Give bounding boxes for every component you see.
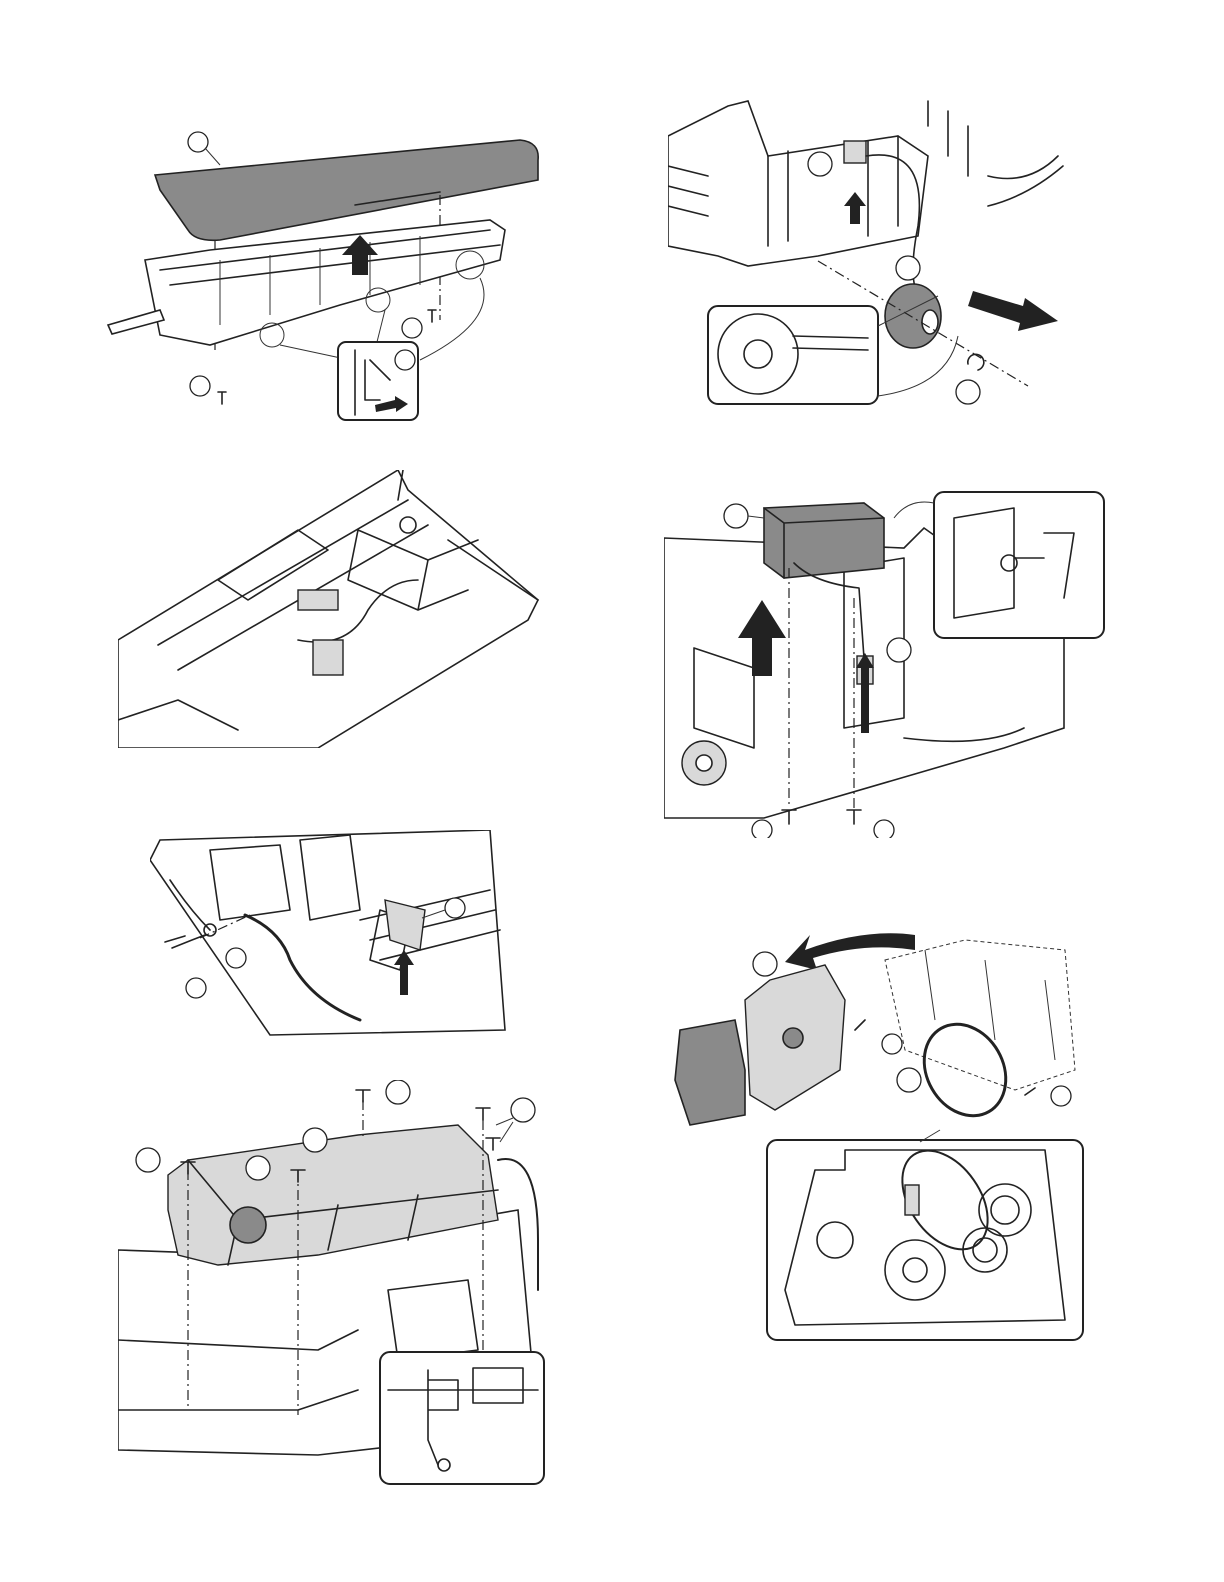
callout-3 (186, 978, 206, 998)
diagram-motor-unit-removal (668, 96, 1088, 408)
diagram-drive-plate-belt (665, 920, 1085, 1345)
paper-feed-svg (118, 1080, 550, 1488)
drive-gear (230, 1207, 266, 1243)
e-ring (968, 354, 984, 370)
solenoid (764, 503, 884, 578)
callout-1 (136, 1148, 160, 1172)
callout-1 (724, 504, 748, 528)
callout-2 (246, 1156, 270, 1180)
callout-4 (1051, 1086, 1071, 1106)
solenoid-detail-inset (934, 492, 1104, 638)
callout-2 (402, 318, 422, 338)
connector (844, 141, 866, 163)
diagram-unit-interior (118, 470, 548, 748)
solenoid-svg (664, 488, 1109, 838)
diagram-paper-feed-unit (118, 1080, 550, 1488)
callout-3 (395, 350, 415, 370)
callout-2 (226, 948, 246, 968)
screw-5 (486, 1138, 500, 1150)
stepper-motor (675, 1020, 745, 1125)
motor-detail-inset (708, 306, 878, 404)
callout-4 (874, 820, 894, 838)
top-cover-svg (100, 120, 560, 430)
drive-plate-svg (665, 920, 1085, 1345)
pull-arrow (968, 291, 1058, 331)
cable-screw-svg (150, 830, 510, 1040)
motor-unit-svg (668, 96, 1088, 408)
callout-1 (808, 152, 832, 176)
callout-3 (956, 380, 980, 404)
callout-3 (752, 820, 772, 838)
callout-5 (511, 1098, 535, 1122)
screw-3 (356, 1090, 370, 1102)
callout-1 (188, 132, 208, 152)
callout-1 (445, 898, 465, 918)
screw-left (218, 392, 226, 404)
spring-detail-inset (380, 1352, 544, 1484)
sensor-block (313, 640, 343, 675)
callout-1 (753, 952, 777, 976)
callout-3 (897, 1068, 921, 1092)
interior-svg (118, 470, 548, 748)
screw-right (847, 810, 861, 824)
drive-belt (908, 1009, 1022, 1130)
screw-4 (476, 1108, 490, 1120)
callout-3 (303, 1128, 327, 1152)
shaft (108, 310, 164, 334)
screw (165, 935, 205, 948)
diagram-cable-screw-removal (150, 830, 510, 1040)
callout-4 (190, 376, 210, 396)
callout-4 (386, 1080, 410, 1104)
callout-2 (896, 256, 920, 280)
callout-2 (882, 1034, 902, 1054)
rotate-arrow (785, 933, 915, 970)
screw-right (428, 310, 436, 322)
diagram-solenoid-removal (664, 488, 1109, 838)
callout-2 (887, 638, 911, 662)
diagram-top-cover-removal (100, 120, 560, 430)
